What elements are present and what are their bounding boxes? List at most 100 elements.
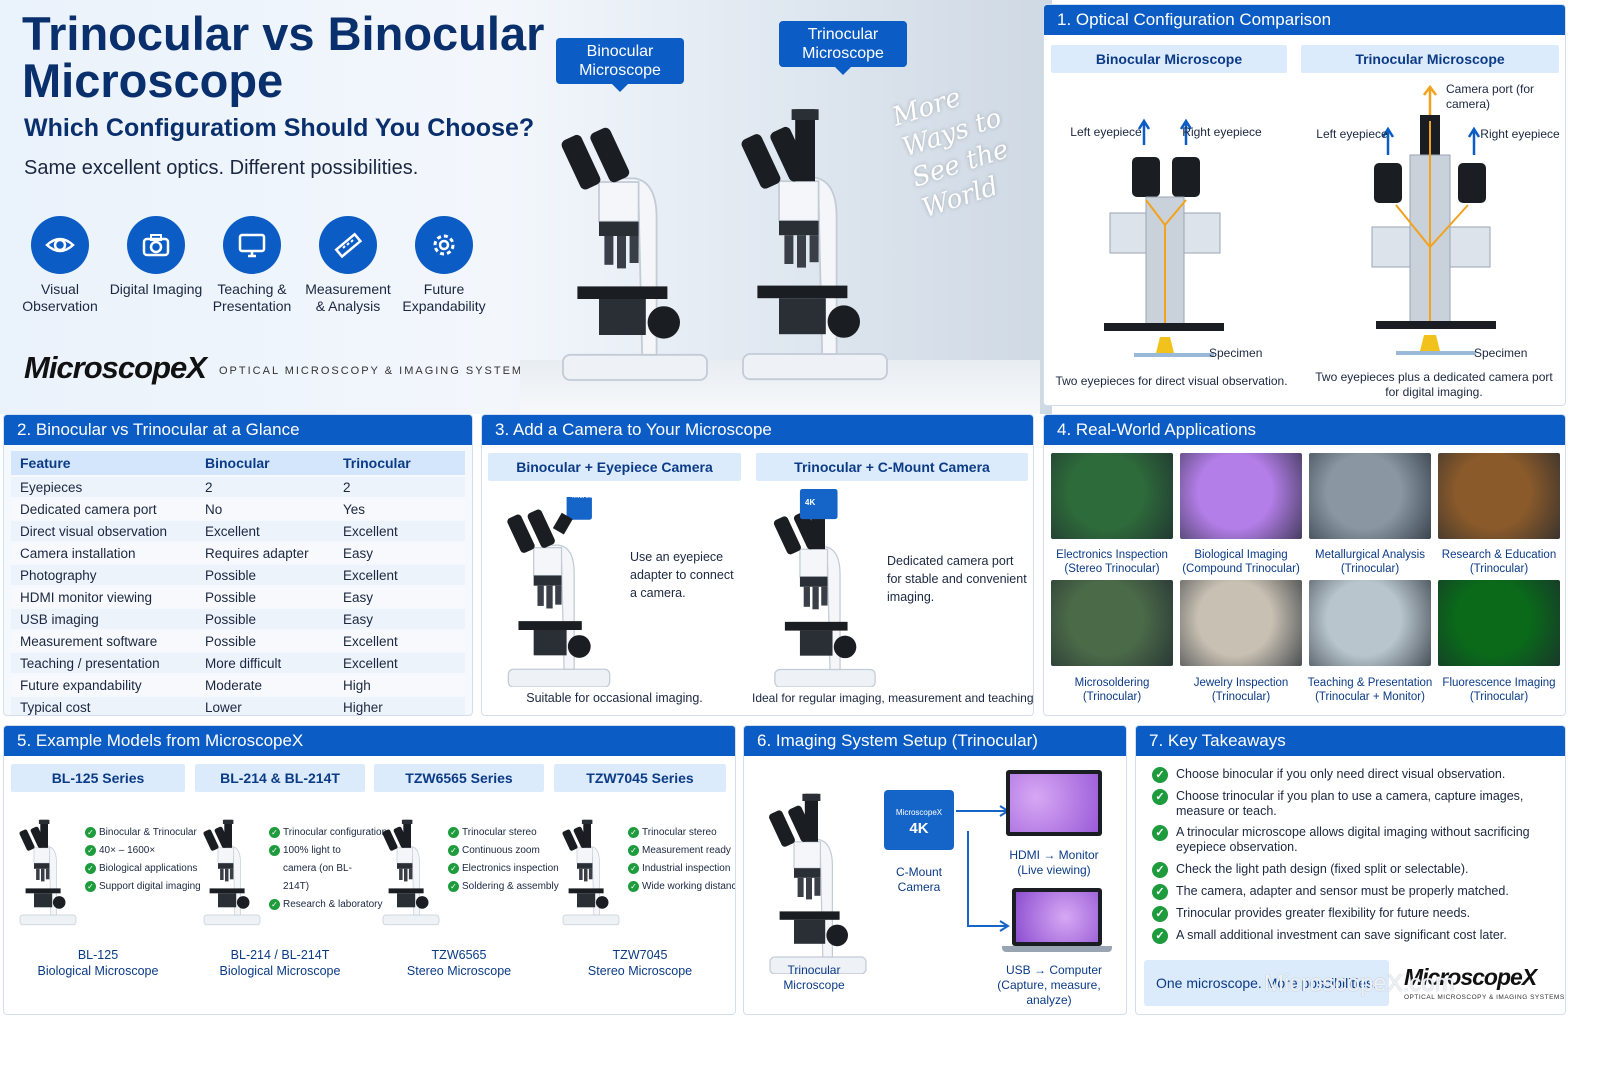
model-feature-item: Measurement ready xyxy=(628,842,731,860)
model-feature-item: Wide working distance xyxy=(628,878,735,896)
model-feature-item: Trinocular stereo xyxy=(448,824,546,842)
feature-future-expandability: Future Expandability xyxy=(396,216,492,315)
panel-header: 4. Real-World Applications xyxy=(1044,415,1565,445)
trinocular-light-path-diagram xyxy=(1371,85,1496,355)
check-icon: ✓ xyxy=(1152,862,1168,878)
panel-header: 3. Add a Camera to Your Microscope xyxy=(482,415,1033,445)
binocular-caption: Two eyepieces for direct visual observat… xyxy=(1055,374,1288,388)
model-feature-list: Trinocular stereoMeasurement readyIndust… xyxy=(628,824,735,896)
table-cell: Future expandability xyxy=(11,675,196,695)
camera-brand-label: MicroscopeX xyxy=(572,493,613,500)
trinocular-microscope-image xyxy=(725,78,905,396)
hdmi-sublabel: (Live viewing) xyxy=(1017,863,1091,877)
camera-brand-label: MicroscopeX xyxy=(895,808,943,817)
model-name: BL-214 / BL-214T xyxy=(230,948,330,962)
application-name: Metallurgical Analysis xyxy=(1315,549,1425,561)
eyepiece-camera-caption: Suitable for occasional imaging. xyxy=(526,691,703,705)
table-header-row: Feature Binocular Trinocular xyxy=(11,451,465,475)
model-series-title: TZW6565 Series xyxy=(374,764,544,792)
camera-icon xyxy=(127,216,185,274)
trinocular-microscope-image xyxy=(758,784,878,974)
application-photo xyxy=(1438,453,1560,539)
takeaway-item: ✓Choose trinocular if you plan to use a … xyxy=(1152,789,1552,819)
hdmi-label: HDMI → Monitor xyxy=(1009,848,1099,862)
check-icon: ✓ xyxy=(1152,825,1168,841)
monitor-icon xyxy=(223,216,281,274)
cmount-camera-description: Dedicated camera port for stable and con… xyxy=(887,554,1027,604)
model-series-title: BL-214 & BL-214T xyxy=(195,764,365,792)
model-microscope-image xyxy=(556,802,626,937)
glance-table-panel: 2. Binocular vs Trinocular at a Glance F… xyxy=(3,414,473,716)
application-name: Microsoldering xyxy=(1074,677,1150,689)
table-cell: Moderate xyxy=(196,675,334,695)
panel-header: 2. Binocular vs Trinocular at a Glance xyxy=(4,415,472,445)
usb-label: USB → Computer xyxy=(1005,963,1103,977)
table-cell: No xyxy=(196,499,334,519)
table-cell: 2 xyxy=(196,477,334,497)
models-panel: 5. Example Models from MicroscopeX BL-12… xyxy=(3,725,736,1015)
table-cell: Excellent xyxy=(334,653,465,673)
application-photo xyxy=(1180,580,1302,666)
model-type: Biological Microscope xyxy=(37,964,159,978)
monitor-icon xyxy=(1006,770,1102,836)
add-camera-panel: 3. Add a Camera to Your Microscope Binoc… xyxy=(481,414,1034,716)
application-name: Jewelry Inspection xyxy=(1193,677,1289,689)
check-icon: ✓ xyxy=(1152,906,1168,922)
application-detail: (Trinocular + Monitor) xyxy=(1315,691,1425,703)
application-name: Electronics Inspection xyxy=(1056,549,1168,561)
model-name: TZW6565 xyxy=(431,948,487,962)
model-type: Stereo Microscope xyxy=(406,964,512,978)
model-card: TZW7045 SeriesTrinocular stereoMeasureme… xyxy=(554,764,735,1009)
panel-header: 6. Imaging System Setup (Trinocular) xyxy=(744,726,1126,756)
table-cell: Higher xyxy=(334,697,465,715)
application-caption: Metallurgical Analysis (Trinocular) xyxy=(1304,548,1436,576)
table-cell: USB imaging xyxy=(11,609,196,629)
feature-digital-imaging: Digital Imaging xyxy=(108,216,204,298)
model-card: BL-125 SeriesBinocular & Trinocular40× –… xyxy=(11,764,201,1009)
panel-header: 5. Example Models from MicroscopeX xyxy=(4,726,735,756)
model-microscope-image xyxy=(376,802,446,937)
model-feature-item: Soldering & assembly xyxy=(448,878,559,896)
camera-4k-badge: 4K xyxy=(805,498,816,507)
takeaway-item: ✓The camera, adapter and sensor must be … xyxy=(1152,884,1552,900)
model-name: BL-125 xyxy=(77,948,119,962)
laptop-icon xyxy=(1012,888,1102,946)
feature-visual-observation: Visual Observation xyxy=(12,216,108,315)
check-icon: ✓ xyxy=(1152,767,1168,783)
feature-label: Measurement & Analysis xyxy=(305,281,391,314)
tagline: Same excellent optics. Different possibi… xyxy=(24,157,419,179)
application-photo xyxy=(1438,580,1560,666)
model-feature-list: Trinocular stereoContinuous zoomElectron… xyxy=(448,824,559,896)
feature-label: Teaching & Presentation xyxy=(212,281,292,314)
application-detail: (Compound Trinocular) xyxy=(1182,563,1300,575)
takeaway-item: ✓Check the light path design (fixed spli… xyxy=(1152,862,1552,878)
cmount-camera-icon xyxy=(884,790,954,850)
cmount-camera-title: Trinocular + C-Mount Camera xyxy=(756,453,1028,481)
application-detail: (Trinocular) xyxy=(1340,563,1400,575)
model-name: TZW7045 xyxy=(612,948,668,962)
application-name: Research & Education xyxy=(1441,549,1557,561)
table-cell: Teaching / presentation xyxy=(11,653,196,673)
application-name: Biological Imaging xyxy=(1194,549,1288,561)
model-feature-item: Research & laboratory xyxy=(269,896,383,914)
closing-banner: One microscope. More possibilities. xyxy=(1144,960,1389,1006)
callout-trinocular: Trinocular Microscope xyxy=(779,21,907,75)
model-feature-item: Trinocular stereo xyxy=(628,824,728,842)
model-feature-list: Binocular & Trinocular40× – 1600×Biologi… xyxy=(85,824,201,896)
page-title: Trinocular vs Binocular Microscope xyxy=(22,7,545,107)
model-type: Stereo Microscope xyxy=(587,964,693,978)
takeaway-item: ✓Choose binocular if you only need direc… xyxy=(1152,767,1552,783)
binocular-microscope-image xyxy=(558,125,708,381)
imaging-setup-panel: 6. Imaging System Setup (Trinocular) Tri… xyxy=(743,725,1127,1015)
panel-header: 7. Key Takeaways xyxy=(1136,726,1565,756)
application-caption: Electronics Inspection(Stereo Trinocular… xyxy=(1046,548,1178,576)
model-type: Biological Microscope xyxy=(219,964,341,978)
model-series-title: BL-125 Series xyxy=(11,764,185,792)
table-cell: Possible xyxy=(196,565,334,585)
